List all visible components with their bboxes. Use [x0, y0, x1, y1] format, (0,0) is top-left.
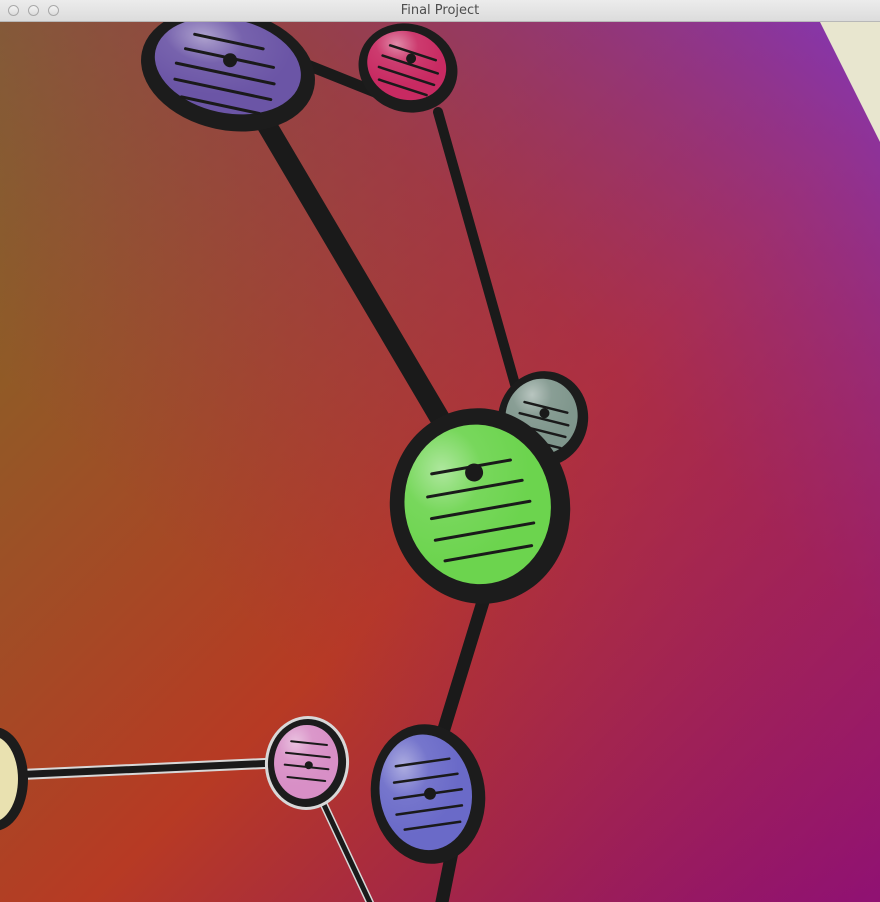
node-blue[interactable] — [362, 717, 494, 872]
edge-green-blue — [433, 585, 493, 749]
node-text-lines — [377, 44, 440, 97]
node-shine — [404, 424, 551, 585]
minimize-window-button[interactable] — [28, 5, 39, 16]
window-title: Final Project — [400, 3, 480, 18]
node-pink[interactable] — [347, 22, 469, 125]
node-pin-icon — [539, 408, 550, 419]
node-pin-icon — [465, 463, 484, 482]
node-lavender[interactable] — [260, 712, 353, 814]
close-window-button[interactable] — [8, 5, 19, 16]
node-pin-icon — [423, 787, 436, 800]
node-fill — [0, 738, 18, 820]
node-cream[interactable] — [0, 727, 28, 831]
node-text-lines — [173, 32, 276, 116]
node-pin-icon — [406, 53, 417, 64]
edge-cream-lavender — [6, 759, 279, 779]
node-pin-icon — [223, 53, 238, 68]
edge-blue-down — [435, 845, 459, 902]
node-green[interactable] — [374, 394, 585, 618]
node-purple[interactable] — [129, 22, 326, 147]
zoom-window-button[interactable] — [48, 5, 59, 16]
title-bar[interactable]: Final Project — [0, 0, 880, 22]
scene-canvas[interactable] — [0, 22, 880, 902]
edge-pink-grey — [433, 107, 525, 407]
edge-purple-green — [255, 112, 455, 437]
background-plane — [820, 22, 880, 142]
node-pin-icon — [304, 761, 313, 770]
edge-lavender-down — [315, 789, 373, 902]
node-text-lines — [392, 757, 464, 831]
